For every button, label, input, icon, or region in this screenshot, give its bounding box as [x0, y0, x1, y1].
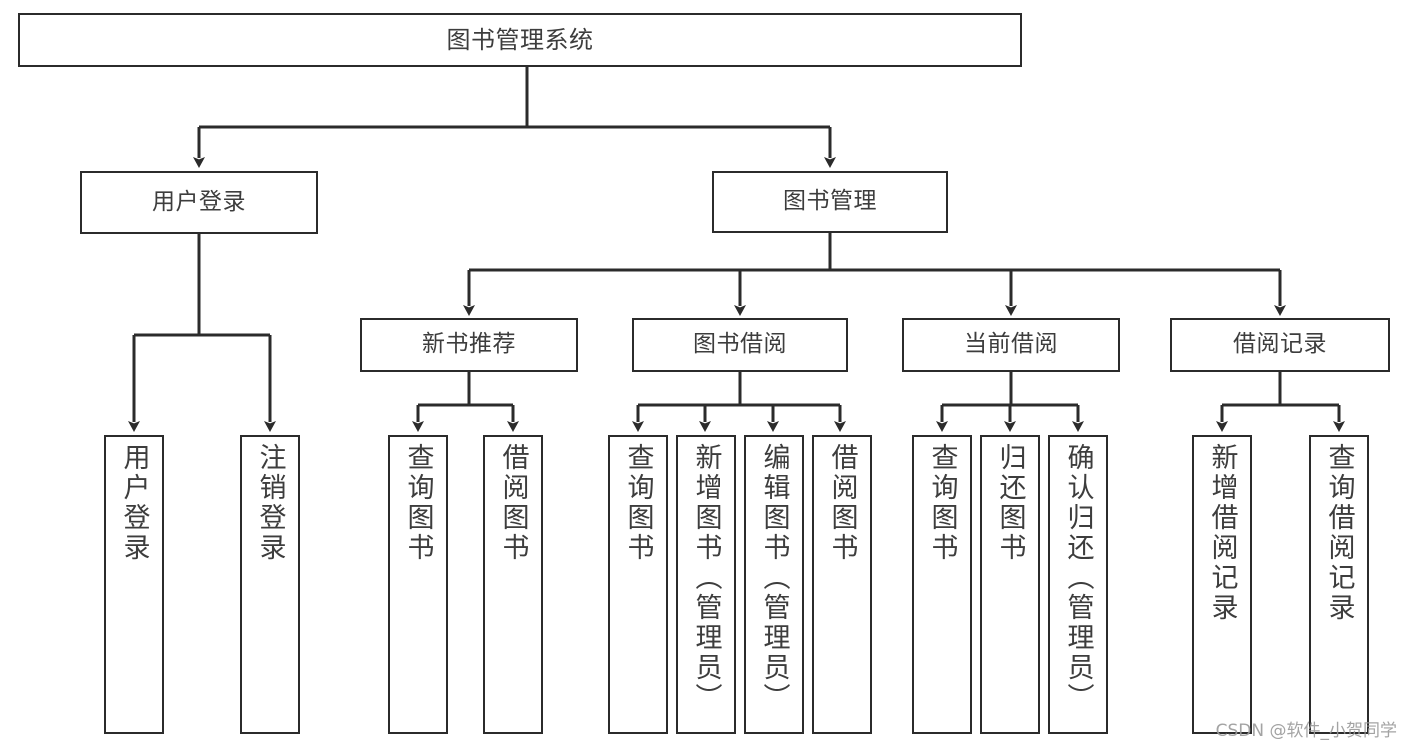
node-label: 确认归还（管理员）: [1062, 443, 1094, 713]
leaf-new-book-borrow[interactable]: 借阅图书: [483, 435, 543, 734]
node-label: 图书管理系统: [446, 25, 594, 54]
node-label: 当前借阅: [964, 331, 1058, 358]
node-book-management[interactable]: 图书管理: [712, 171, 948, 233]
node-label: 新增图书（管理员）: [690, 443, 722, 713]
node-label: 编辑图书（管理员）: [758, 443, 790, 713]
leaf-current-borrow-return[interactable]: 归还图书: [980, 435, 1040, 734]
node-label: 查询图书: [926, 443, 958, 563]
leaf-borrow-record-query[interactable]: 查询借阅记录: [1309, 435, 1369, 734]
node-label: 借阅图书: [497, 443, 529, 563]
leaf-user-login-login[interactable]: 用户登录: [104, 435, 164, 734]
leaf-borrow-record-add[interactable]: 新增借阅记录: [1192, 435, 1252, 734]
leaf-new-book-query[interactable]: 查询图书: [388, 435, 448, 734]
leaf-book-borrow-borrow[interactable]: 借阅图书: [812, 435, 872, 734]
node-borrow-record[interactable]: 借阅记录: [1170, 318, 1390, 372]
node-label: 新书推荐: [422, 331, 516, 358]
node-label: 查询图书: [402, 443, 434, 563]
leaf-book-borrow-add[interactable]: 新增图书（管理员）: [676, 435, 736, 734]
node-book-borrow[interactable]: 图书借阅: [632, 318, 848, 372]
node-label: 用户登录: [152, 188, 246, 215]
node-label: 用户登录: [118, 443, 150, 563]
leaf-current-borrow-confirm-return[interactable]: 确认归还（管理员）: [1048, 435, 1108, 734]
node-label: 借阅记录: [1233, 331, 1327, 358]
node-label: 注销登录: [254, 443, 286, 563]
node-new-book-recommend[interactable]: 新书推荐: [360, 318, 578, 372]
node-label: 查询图书: [622, 443, 654, 563]
node-user-login[interactable]: 用户登录: [80, 171, 318, 234]
node-label: 归还图书: [994, 443, 1026, 563]
watermark-text: CSDN @软件_小贺同学: [1215, 721, 1397, 741]
leaf-user-login-logout[interactable]: 注销登录: [240, 435, 300, 734]
node-label: 查询借阅记录: [1323, 443, 1355, 623]
leaf-book-borrow-query[interactable]: 查询图书: [608, 435, 668, 734]
leaf-current-borrow-query[interactable]: 查询图书: [912, 435, 972, 734]
node-label: 图书借阅: [693, 331, 787, 358]
node-label: 新增借阅记录: [1206, 443, 1238, 623]
node-current-borrow[interactable]: 当前借阅: [902, 318, 1120, 372]
node-label: 图书管理: [783, 188, 877, 215]
node-root-system[interactable]: 图书管理系统: [18, 13, 1022, 67]
node-label: 借阅图书: [826, 443, 858, 563]
leaf-book-borrow-edit[interactable]: 编辑图书（管理员）: [744, 435, 804, 734]
